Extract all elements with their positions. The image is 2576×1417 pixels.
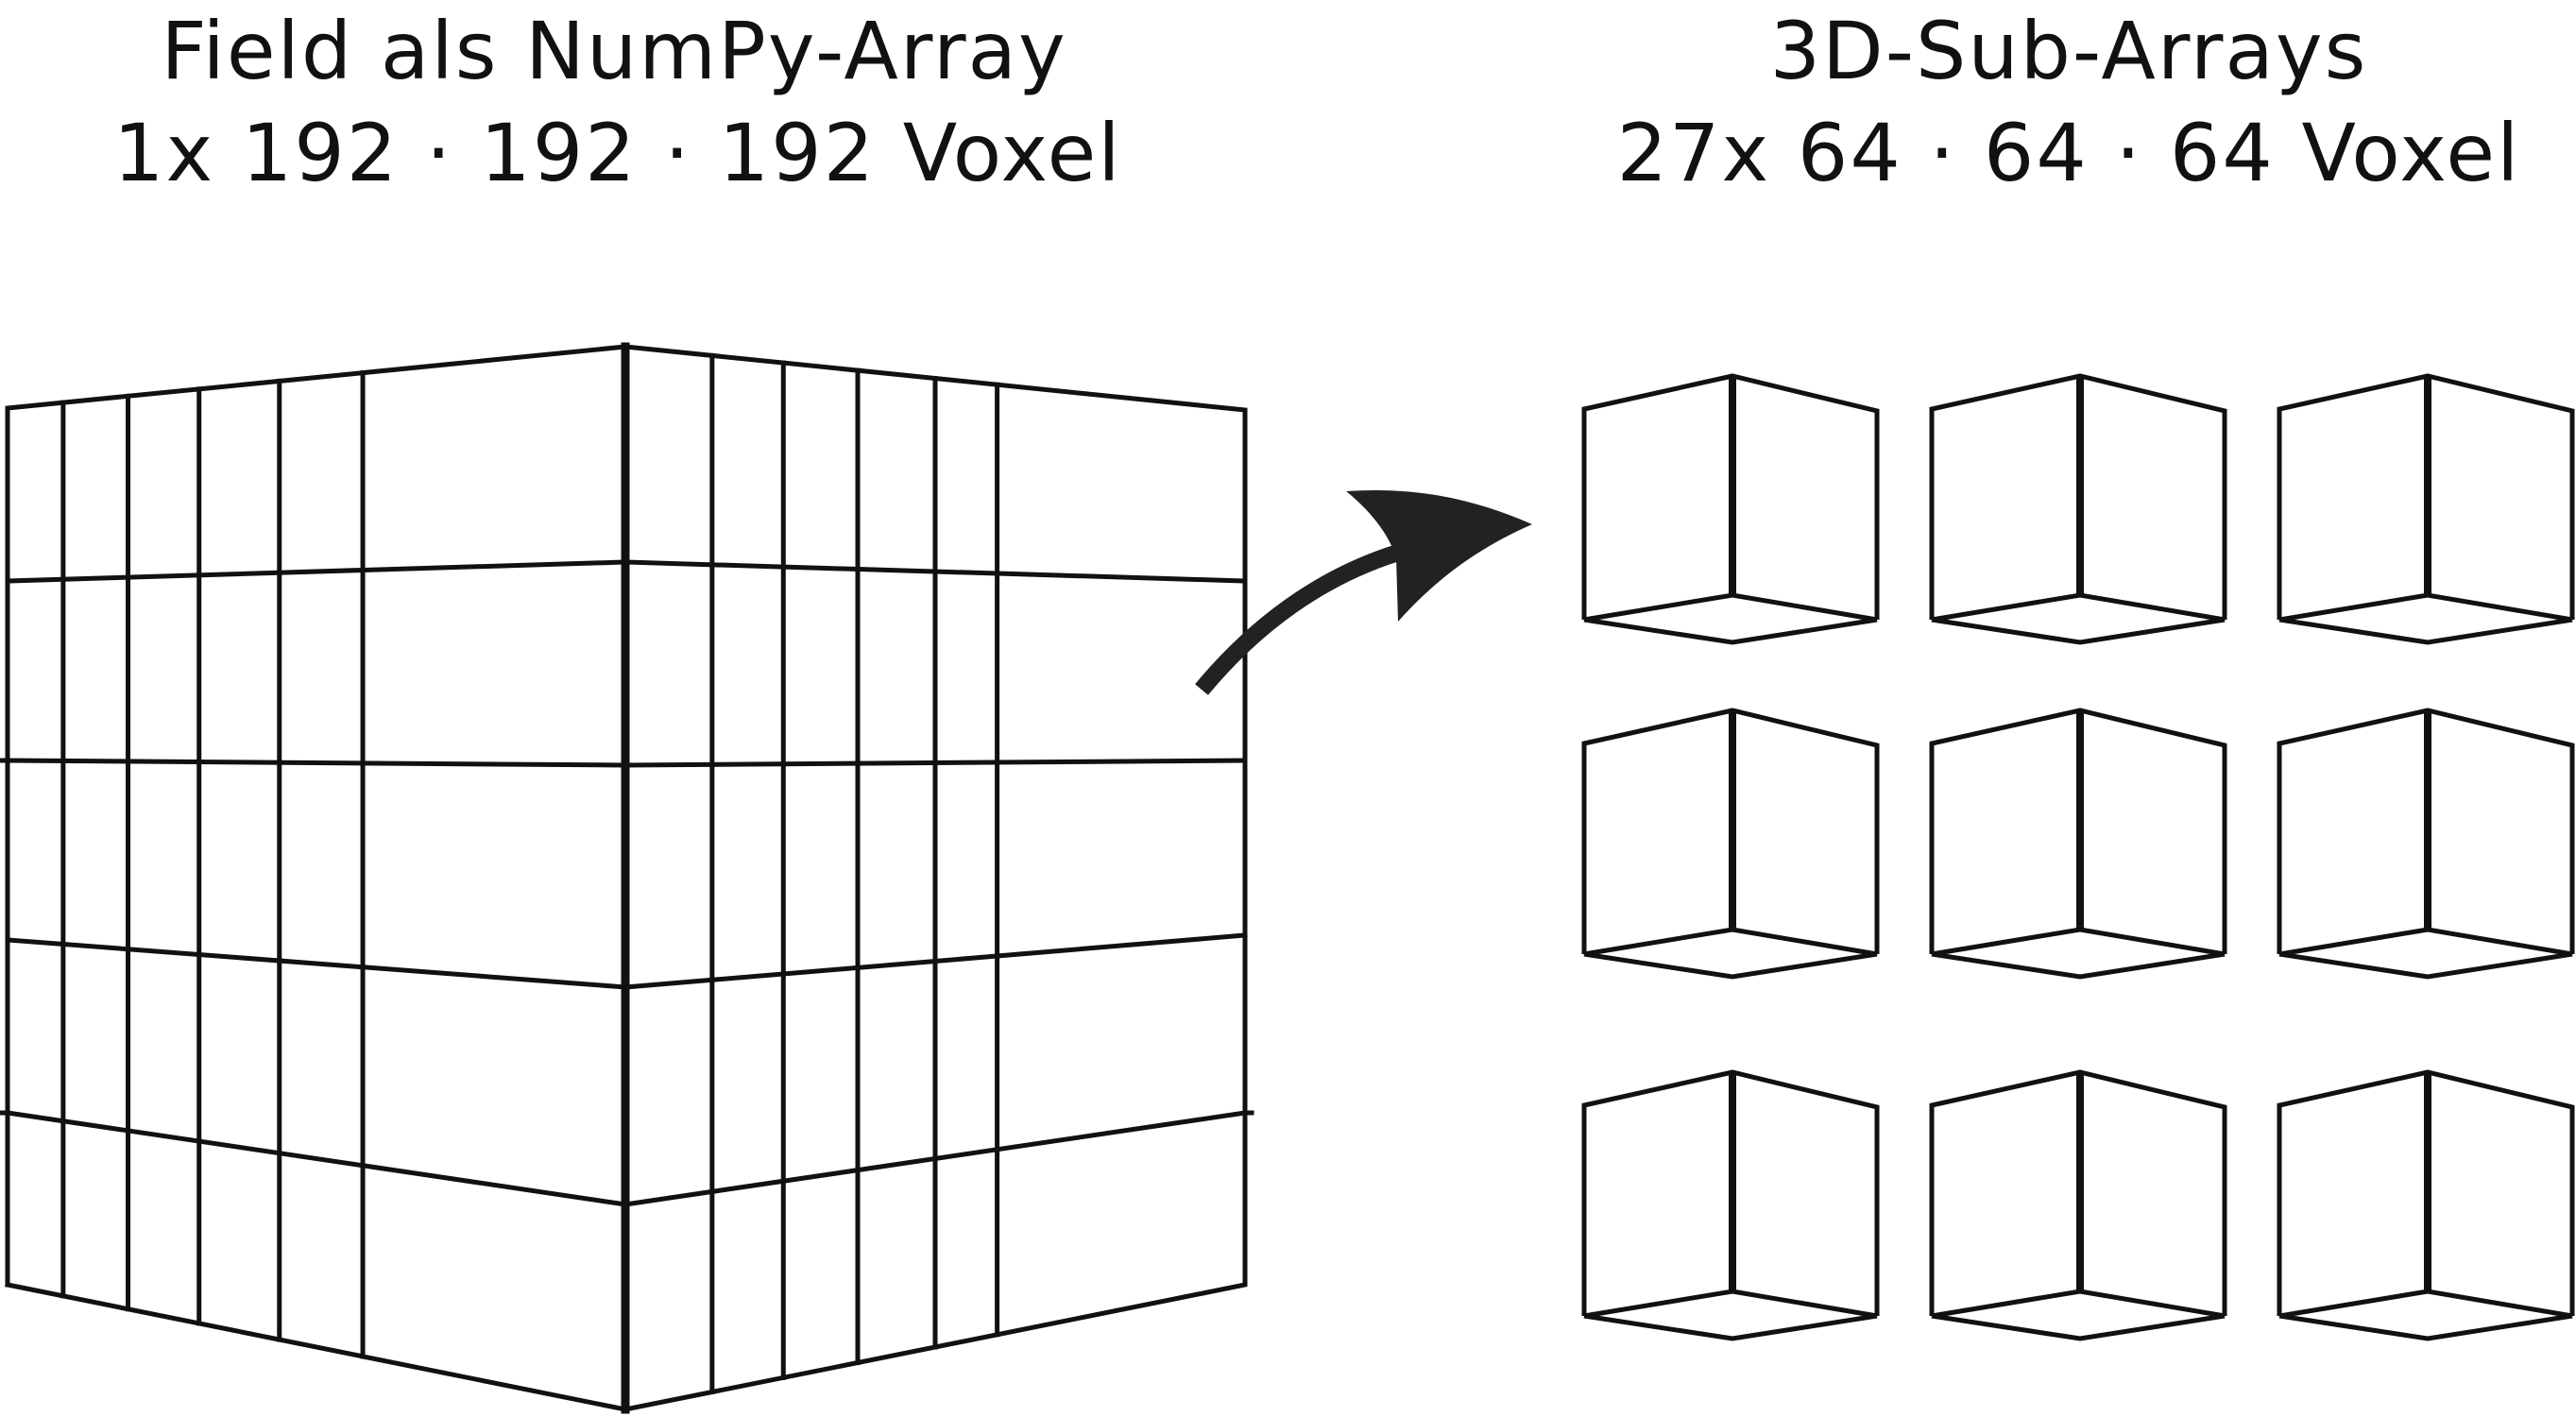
big-cube-right-row-line bbox=[623, 559, 1248, 584]
sub-array-cube bbox=[2277, 708, 2575, 980]
sub-array-cube-bottom-back bbox=[2278, 1289, 2573, 1319]
big-cube-right-outline bbox=[5, 344, 1248, 1412]
sub-array-cube bbox=[2277, 1069, 2575, 1341]
big-cube-left-outline bbox=[5, 344, 628, 1288]
sub-array-cube bbox=[1929, 708, 2227, 980]
sub-array-cube bbox=[2277, 373, 2575, 645]
sub-array-cube-bottom-back bbox=[1583, 592, 1878, 623]
sub-array-cube-bottom-front bbox=[2278, 617, 2573, 645]
big-cube-left-row-line bbox=[5, 937, 628, 990]
sub-array-cube bbox=[1581, 708, 1880, 980]
sub-array-cube bbox=[1929, 1069, 2227, 1341]
left-title-line2: 1x 192 · 192 · 192 Voxel bbox=[113, 107, 1122, 199]
curved-arrow-icon bbox=[1195, 489, 1532, 695]
sub-array-cube-bottom-front bbox=[1583, 1313, 1878, 1341]
sub-array-cube-bottom-back bbox=[1583, 1289, 1878, 1319]
sub-array-cube-bottom-back bbox=[1931, 1289, 2226, 1319]
left-title: Field als NumPy-Array 1x 192 · 192 · 192… bbox=[113, 0, 1122, 204]
sub-array-cube bbox=[1581, 373, 1880, 645]
right-title-line2: 27x 64 · 64 · 64 Voxel bbox=[1616, 107, 2521, 199]
sub-array-cube-bottom-back bbox=[1583, 927, 1878, 957]
left-title-line1: Field als NumPy-Array bbox=[161, 5, 1067, 97]
sub-array-cube-bottom-front bbox=[1931, 951, 2226, 980]
sub-array-cube-bottom-back bbox=[2278, 592, 2573, 623]
big-cube-right-row-line bbox=[623, 1110, 1248, 1207]
sub-array-cube-bottom-back bbox=[1931, 592, 2226, 623]
big-cube-left-row-line bbox=[5, 758, 628, 768]
sub-array-cube-bottom-front bbox=[1931, 617, 2226, 645]
big-cube-left-row-line bbox=[5, 559, 628, 584]
sub-array-cube-bottom-front bbox=[2278, 1313, 2573, 1341]
sub-array-cube bbox=[1929, 373, 2227, 645]
sub-array-cube-bottom-front bbox=[2278, 951, 2573, 980]
sub-array-cube-bottom-front bbox=[1931, 1313, 2226, 1341]
sub-array-cube-bottom-back bbox=[2278, 927, 2573, 957]
sub-array-cube-bottom-back bbox=[1931, 927, 2226, 957]
big-cube-grid bbox=[0, 342, 1254, 1414]
sub-arrays-grid bbox=[1581, 373, 2575, 1341]
right-title: 3D-Sub-Arrays 27x 64 · 64 · 64 Voxel bbox=[1549, 0, 2576, 204]
big-cube-left-row-line bbox=[5, 1110, 628, 1207]
sub-array-cube-bottom-front bbox=[1583, 951, 1878, 980]
arrow-shaft bbox=[1195, 544, 1401, 695]
big-cube-right-row-line bbox=[623, 758, 1248, 768]
sub-array-cube bbox=[1581, 1069, 1880, 1341]
right-title-line1: 3D-Sub-Arrays bbox=[1769, 5, 2368, 97]
big-cube-right-row-line bbox=[623, 932, 1248, 990]
sub-array-cube-bottom-front bbox=[1583, 617, 1878, 645]
arrow-head bbox=[1346, 489, 1532, 622]
